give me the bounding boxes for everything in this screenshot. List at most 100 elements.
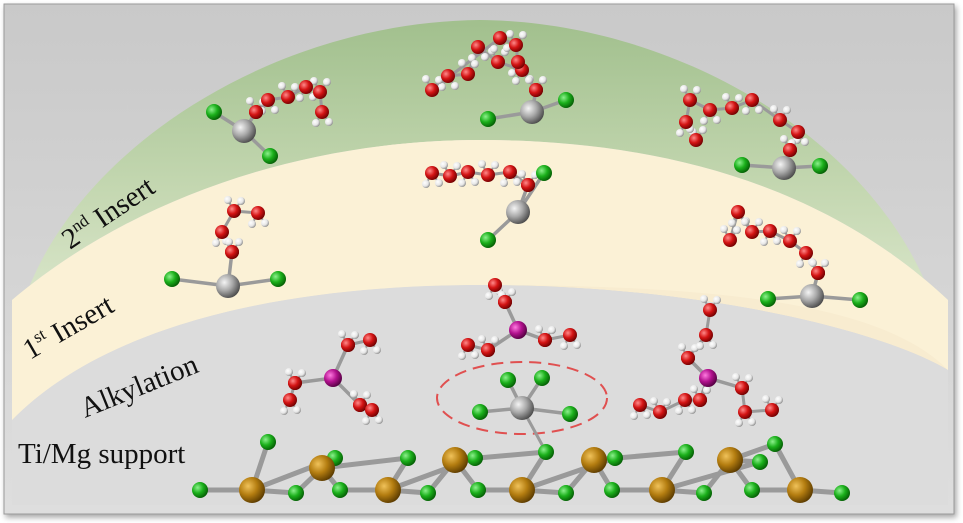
hydrogen-atom (278, 82, 286, 90)
carbon-atom (288, 376, 302, 390)
carbon-atom (441, 69, 455, 83)
hydrogen-atom (435, 76, 443, 84)
hydrogen-atom (360, 347, 368, 355)
carbon-atom (283, 393, 297, 407)
titanium-atom (506, 200, 530, 224)
hydrogen-atom (435, 179, 443, 187)
hydrogen-atom (735, 94, 743, 102)
magnesium-atom (239, 477, 265, 503)
titanium-atom (216, 274, 240, 298)
hydrogen-atom (780, 135, 788, 143)
chlorine-atom (470, 482, 486, 498)
chlorine-atom (852, 292, 868, 308)
hydrogen-atom (422, 180, 430, 188)
chlorine-atom (752, 454, 768, 470)
hydrogen-atom (471, 60, 479, 68)
chlorine-atom (536, 165, 552, 181)
hydrogen-atom (280, 407, 288, 415)
magnesium-atom (309, 455, 335, 481)
carbon-atom (299, 80, 313, 94)
hydrogen-atom (720, 225, 728, 233)
carbon-atom (538, 333, 552, 347)
hydrogen-atom (741, 218, 749, 226)
chlorine-atom (734, 157, 750, 173)
hydrogen-atom (338, 330, 346, 338)
carbon-atom (511, 55, 525, 69)
hydrogen-atom (508, 288, 516, 296)
hydrogen-atom (451, 82, 459, 90)
hydrogen-atom (755, 218, 763, 226)
carbon-atom (679, 115, 693, 129)
carbon-atom (281, 90, 295, 104)
hydrogen-atom (548, 326, 556, 334)
hydrogen-atom (688, 406, 696, 414)
carbon-atom (689, 133, 703, 147)
hydrogen-atom (271, 106, 279, 114)
magnesium-atom (649, 477, 675, 503)
chlorine-atom (760, 291, 776, 307)
aluminum-atom (699, 369, 717, 387)
carbon-atom (811, 266, 825, 280)
hydrogen-atom (471, 351, 479, 359)
hydrogen-atom (491, 161, 499, 169)
hydrogen-atom (310, 77, 318, 85)
carbon-atom (703, 303, 717, 317)
hydrogen-atom (235, 238, 243, 246)
hydrogen-atom (676, 129, 684, 137)
carbon-atom (745, 225, 759, 239)
hydrogen-atom (793, 227, 801, 235)
hydrogen-atom (225, 238, 233, 246)
carbon-atom (461, 338, 475, 352)
carbon-atom (681, 351, 695, 365)
hydrogen-atom (732, 373, 740, 381)
hydrogen-atom (709, 341, 717, 349)
label-support: Ti/Mg support (18, 438, 185, 470)
chlorine-atom (834, 485, 850, 501)
titanium-atom (232, 119, 256, 143)
carbon-atom (791, 125, 805, 139)
carbon-atom (498, 295, 512, 309)
magnesium-atom (509, 477, 535, 503)
hydrogen-atom (755, 106, 763, 114)
carbon-atom (341, 338, 355, 352)
carbon-atom (693, 393, 707, 407)
hydrogen-atom (246, 97, 254, 105)
bond (659, 459, 763, 493)
carbon-atom (461, 67, 475, 81)
hydrogen-atom (458, 352, 466, 360)
titanium-atom (772, 156, 796, 180)
hydrogen-atom (733, 226, 741, 234)
hydrogen-atom (291, 83, 299, 91)
hydrogen-atom (762, 395, 770, 403)
hydrogen-atom (453, 162, 461, 170)
hydrogen-atom (760, 238, 768, 246)
hydrogen-atom (630, 412, 638, 420)
hydrogen-atom (440, 161, 448, 169)
hydrogen-atom (503, 44, 511, 52)
hydrogen-atom (780, 226, 788, 234)
hydrogen-atom (796, 260, 804, 268)
chlorine-atom (206, 104, 222, 120)
hydrogen-atom (650, 397, 658, 405)
hydrogen-atom (485, 292, 493, 300)
carbon-atom (365, 403, 379, 417)
chlorine-atom (480, 111, 496, 127)
carbon-atom (783, 143, 797, 157)
hydrogen-atom (699, 126, 707, 134)
chlorine-atom (604, 482, 620, 498)
carbon-atom (683, 93, 697, 107)
carbon-atom (215, 225, 229, 239)
hydrogen-atom (735, 419, 743, 427)
hydrogen-atom (696, 342, 704, 350)
hydrogen-atom (506, 30, 514, 38)
hydrogen-atom (468, 54, 476, 62)
hydrogen-atom (261, 219, 269, 227)
carbon-atom (703, 103, 717, 117)
hydrogen-atom (490, 45, 498, 53)
hydrogen-atom (700, 295, 708, 303)
hydrogen-atom (703, 386, 711, 394)
hydrogen-atom (809, 259, 817, 267)
carbon-atom (471, 40, 485, 54)
carbon-atom (799, 246, 813, 260)
titanium-atom (520, 100, 544, 124)
